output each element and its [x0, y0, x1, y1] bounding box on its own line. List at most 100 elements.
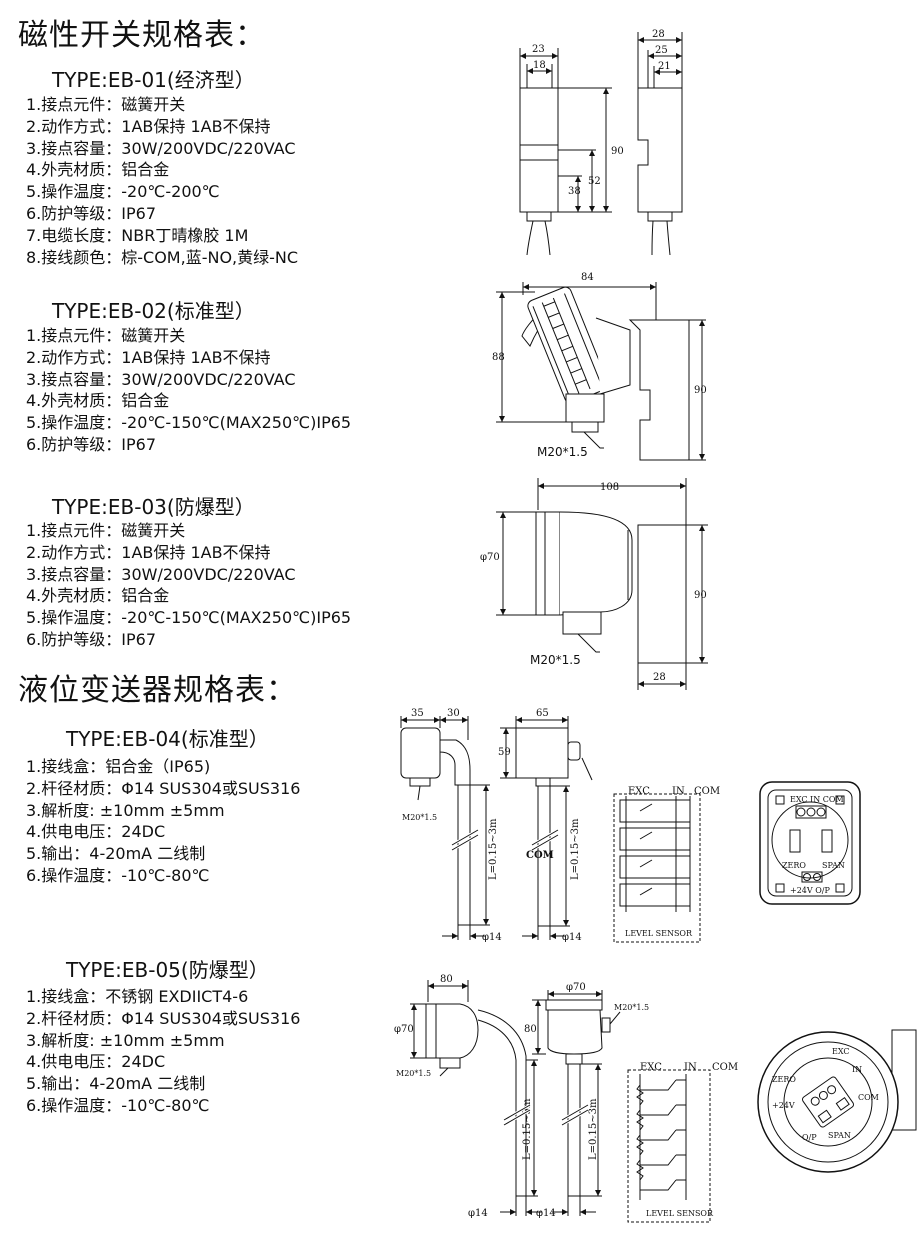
rod-label: φ14: [562, 932, 582, 943]
wiring-in-label: IN: [684, 1062, 697, 1073]
thread-label: M20*1.5: [402, 813, 437, 822]
wiring-in-label: IN: [672, 786, 685, 797]
spec-line: 5.输出：4-20mA 二线制: [26, 1074, 206, 1094]
spec-line: 6.防护等级：IP67: [26, 434, 156, 454]
dim-label: 90: [694, 385, 707, 396]
eb05-type: TYPE:EB-05(防爆型）: [66, 958, 269, 982]
dim-label: φ70: [480, 552, 500, 563]
dim-label: 18: [533, 60, 546, 71]
spec-line: 5.操作温度：-20℃-150℃(MAX250℃)IP65: [26, 413, 352, 433]
thread-label: M20*1.5: [530, 653, 581, 667]
eb05-terminal-head: EXC IN COM ZERO +24V O/P SPAN: [757, 1029, 917, 1173]
eb04-type: TYPE:EB-04(标准型）: [66, 727, 269, 751]
dim-label: 90: [694, 590, 707, 601]
spec-line: 5.输出：4-20mA 二线制: [26, 844, 206, 864]
eb01-drawing: 23 18 90 52 38 28 25 21: [519, 29, 683, 256]
wiring-com-label: COM: [694, 786, 720, 797]
spec-line: 3.解析度: ±10mm ±5mm: [26, 1030, 225, 1050]
exc-label: EXC: [832, 1047, 850, 1056]
transmitter-spec-heading: 液位变送器规格表：: [18, 673, 297, 708]
spec-line: 2.杆径材质：Φ14 SUS304或SUS316: [26, 778, 301, 798]
eb04-terminal-box: EXC IN COM ZERO SPAN +24V O/P: [759, 781, 861, 905]
dim-label: 30: [447, 708, 460, 719]
spec-line: 2.杆径材质：Φ14 SUS304或SUS316: [26, 1008, 301, 1028]
spec-line: 5.操作温度：-20℃-200℃: [26, 182, 220, 202]
spec-line: 6.操作温度：-10℃-80℃: [26, 865, 210, 885]
eb04-spec-list: 1.接线盒：铝合金（IP65) 2.杆径材质：Φ14 SUS304或SUS316…: [26, 756, 300, 887]
com-label: COM: [526, 850, 554, 861]
level-sensor-label: LEVEL SENSOR: [625, 929, 693, 938]
switch-spec-heading: 磁性开关规格表：: [18, 18, 266, 53]
eb01-type: TYPE:EB-01(经济型）: [52, 68, 255, 92]
spec-line: 3.解析度: ±10mm ±5mm: [26, 800, 225, 820]
spec-line: 1.接点元件：磁簧开关: [26, 95, 186, 114]
terminal-top-label: EXC IN COM: [790, 795, 844, 804]
eb04-front-drawing: 65 59 L=0.15~3m COM φ14: [498, 708, 593, 943]
rod-label: φ14: [536, 1208, 556, 1219]
length-label: L=0.15~3m: [588, 1098, 599, 1160]
dim-label: φ70: [394, 1024, 414, 1035]
thread-label: M20*1.5: [537, 445, 588, 459]
eb05-front-drawing: φ70 M20*1.5 80 L=0.15~3m φ14: [524, 982, 649, 1219]
eb01-spec-list: 1.接点元件：磁簧开关 2.动作方式：1AB保持 1AB不保持 3.接点容量：3…: [26, 94, 298, 268]
zero-label: ZERO: [782, 861, 806, 870]
spec-line: 4.外壳材质：铝合金: [26, 391, 170, 411]
dim-label: 90: [611, 146, 624, 157]
eb04-wiring-diagram: EXC IN COM LEVEL SENSOR: [613, 786, 720, 943]
dim-label: φ70: [566, 982, 586, 993]
spec-line: 1.接点元件：磁簧开关: [26, 521, 186, 540]
dim-label: 108: [600, 482, 619, 493]
spec-line: 7.电缆长度：NBR丁晴橡胶 1M: [26, 225, 249, 245]
spec-line: 1.接线盒：不锈钢 EXDIICT4-6: [26, 987, 249, 1006]
in-label: IN: [852, 1065, 862, 1074]
dim-label: 52: [588, 176, 601, 187]
spec-line: 2.动作方式：1AB保持 1AB不保持: [26, 116, 271, 136]
op-label: O/P: [802, 1133, 817, 1142]
com-label: COM: [858, 1093, 879, 1102]
rod-label: φ14: [482, 932, 502, 943]
dim-label: 21: [658, 61, 671, 72]
wiring-exc-label: EXC: [628, 786, 650, 797]
wiring-exc-label: EXC: [640, 1062, 662, 1073]
spec-line: 6.防护等级：IP67: [26, 629, 156, 649]
terminal-bottom-label: +24V O/P: [790, 886, 830, 895]
spec-line: 3.接点容量：30W/200VDC/220VAC: [26, 369, 296, 389]
zero-label: ZERO: [772, 1075, 796, 1084]
thread-label: M20*1.5: [396, 1069, 431, 1078]
eb05-wiring-diagram: EXC IN COM LEVEL SENSOR: [627, 1062, 738, 1223]
spec-line: 6.防护等级：IP67: [26, 203, 156, 223]
eb02-type: TYPE:EB-02(标准型）: [52, 299, 255, 323]
eb05-spec-list: 1.接线盒：不锈钢 EXDIICT4-6 2.杆径材质：Φ14 SUS304或S…: [26, 986, 300, 1117]
plus24-label: +24V: [772, 1101, 795, 1110]
dim-label: 84: [581, 272, 594, 283]
dim-label: 38: [568, 186, 581, 197]
span-label: SPAN: [822, 861, 845, 870]
dim-label: 65: [536, 708, 549, 719]
spec-line: 4.外壳材质：铝合金: [26, 160, 170, 180]
dim-label: 80: [440, 974, 453, 985]
eb03-type: TYPE:EB-03(防爆型）: [52, 495, 255, 519]
level-sensor-label: LEVEL SENSOR: [646, 1209, 714, 1218]
span-label: SPAN: [828, 1131, 851, 1140]
spec-line: 3.接点容量：30W/200VDC/220VAC: [26, 564, 296, 584]
dim-label: 28: [652, 29, 665, 40]
dim-label: 25: [655, 45, 668, 56]
eb04-side-drawing: 35 30 L=0.15~3m φ14 M20*1.5: [400, 708, 502, 943]
spec-line: 2.动作方式：1AB保持 1AB不保持: [26, 347, 271, 367]
eb02-drawing: 84 88 90 M20*1.5: [492, 272, 707, 461]
spec-line: 3.接点容量：30W/200VDC/220VAC: [26, 138, 296, 158]
spec-line: 6.操作温度：-10℃-80℃: [26, 1095, 210, 1115]
dim-label: 35: [411, 708, 424, 719]
eb03-spec-list: 1.接点元件：磁簧开关 2.动作方式：1AB保持 1AB不保持 3.接点容量：3…: [26, 520, 351, 651]
spec-line: 4.供电电压：24DC: [26, 1052, 166, 1072]
eb05-side-drawing: 80 φ70 L=0.15~3m φ14 M20*1.5: [394, 974, 542, 1219]
dim-label: 28: [653, 672, 666, 683]
spec-line: 1.接线盒：铝合金（IP65): [26, 757, 211, 776]
length-label: L=0.15~3m: [570, 818, 581, 880]
spec-line: 5.操作温度：-20℃-150℃(MAX250℃)IP65: [26, 608, 352, 628]
length-label: L=0.15~3m: [488, 818, 499, 880]
rod-label: φ14: [468, 1208, 488, 1219]
spec-line: 8.接线颜色：棕-COM,蓝-NO,黄绿-NC: [26, 247, 299, 267]
spec-line: 1.接点元件：磁簧开关: [26, 326, 186, 345]
